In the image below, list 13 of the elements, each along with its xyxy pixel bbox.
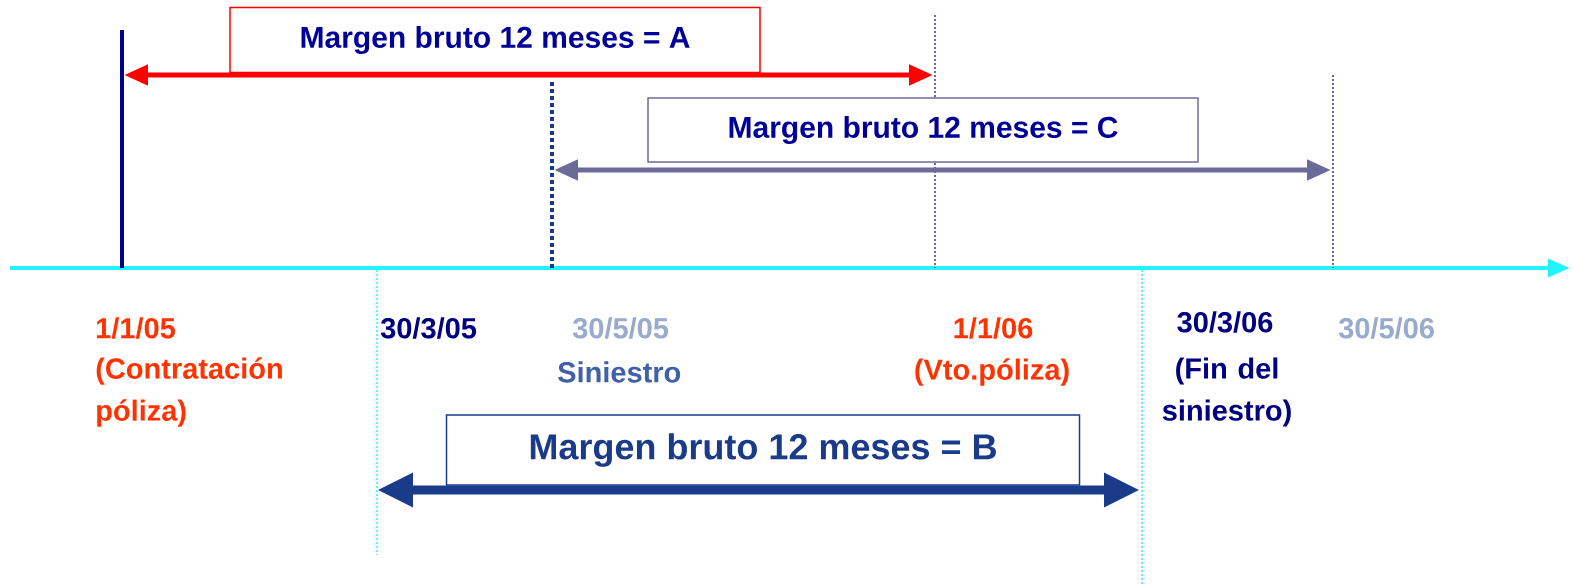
date-label: 30/3/05 xyxy=(380,317,477,339)
date-label: 1/1/06 xyxy=(954,317,1033,339)
date-label: 30/3/06 xyxy=(1177,311,1273,333)
date-label: 30/5/06 xyxy=(1338,317,1434,339)
text-box: Margen bruto 12 meses = A xyxy=(229,6,761,74)
event-label: (Vto.póliza) xyxy=(915,358,1069,386)
event-label: Siniestro xyxy=(558,361,681,383)
event-label: (Contratación póliza) xyxy=(96,357,282,427)
date-label: 1/1/05 xyxy=(97,317,176,339)
event-label: (Fin del siniestro) xyxy=(1162,357,1291,427)
date-label: 30/5/05 xyxy=(572,317,669,339)
text-box: Margen bruto 12 meses = C xyxy=(647,97,1199,163)
text-box: Margen bruto 12 meses = B xyxy=(445,414,1081,486)
